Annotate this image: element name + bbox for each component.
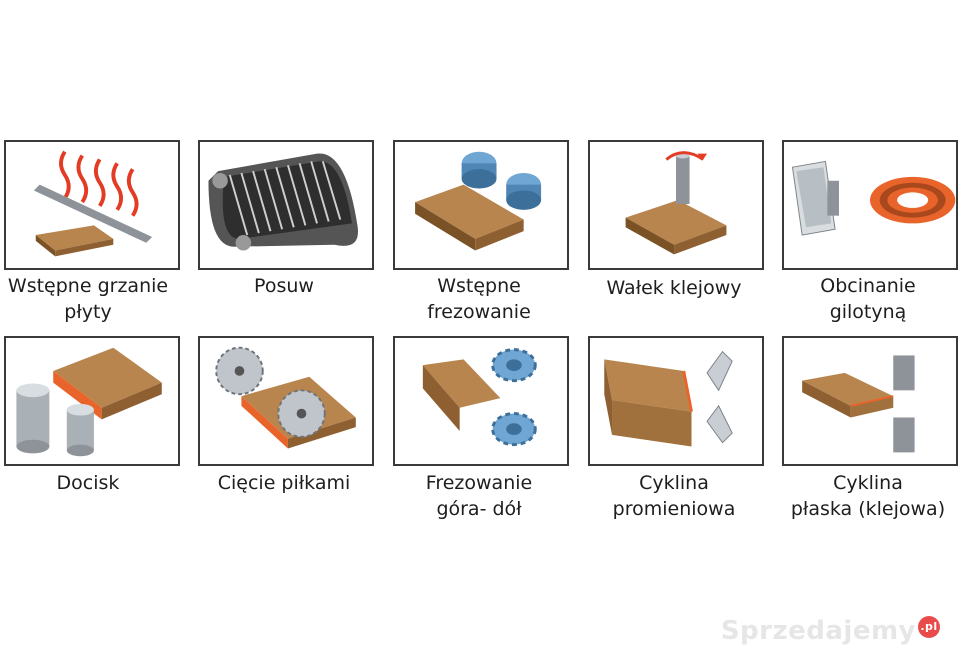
caption-radius-scraper: Cyklina promieniowa xyxy=(574,470,774,522)
watermark-text: Sprzedajemy xyxy=(720,616,916,646)
flat-scraper-icon xyxy=(802,355,915,453)
watermark: Sprzedajemy.pl xyxy=(721,616,940,646)
caption-line: płaska (klejowa) xyxy=(790,498,946,520)
caption-line: Cyklina xyxy=(639,472,709,494)
milling-cutters-icon xyxy=(422,348,537,447)
caption-saw-cutting: Cięcie piłkami xyxy=(184,470,384,496)
caption-top-bottom-milling: Frezowanie góra- dół xyxy=(379,470,579,522)
saw-blades-icon xyxy=(215,346,356,449)
caption-line: Obcinanie xyxy=(820,275,916,297)
tile-flat-scraper xyxy=(782,336,958,466)
caption-line: gilotyną xyxy=(829,301,907,323)
caption-line: Docisk xyxy=(56,472,120,494)
tile-feed xyxy=(198,140,374,270)
conveyor-track-icon xyxy=(208,153,359,251)
radius-scraper-icon xyxy=(604,350,733,447)
caption-pressure: Docisk xyxy=(0,470,188,496)
caption-line: Cyklina xyxy=(833,472,903,494)
caption-premilling: Wstępne frezowanie xyxy=(379,273,579,325)
caption-line: płyty xyxy=(64,301,112,323)
caption-line: Posuw xyxy=(254,275,314,297)
pressure-rollers-icon xyxy=(16,347,162,457)
tile-guillotine xyxy=(782,140,958,270)
caption-glue-roller: Wałek klejowy xyxy=(574,275,774,301)
tile-preheating xyxy=(4,140,180,270)
preheating-icon xyxy=(33,150,153,257)
premilling-icon xyxy=(415,151,542,251)
caption-line: Wstępne xyxy=(437,275,521,297)
glue-roller-icon xyxy=(625,151,727,255)
caption-line: Wałek klejowy xyxy=(606,277,742,299)
caption-line: góra- dół xyxy=(436,498,522,520)
guillotine-icon xyxy=(791,160,956,236)
caption-line: promieniowa xyxy=(612,498,736,520)
caption-line: Cięcie piłkami xyxy=(217,472,351,494)
tile-premilling xyxy=(393,140,569,270)
tile-pressure xyxy=(4,336,180,466)
caption-preheating: Wstępne grzanie płyty xyxy=(0,273,188,325)
caption-line: frezowanie xyxy=(427,301,531,323)
watermark-badge: .pl xyxy=(918,616,940,638)
caption-flat-scraper: Cyklina płaska (klejowa) xyxy=(768,470,960,522)
tile-glue-roller xyxy=(588,140,764,270)
caption-feed: Posuw xyxy=(184,273,384,299)
caption-guillotine: Obcinanie gilotyną xyxy=(768,273,960,325)
tile-top-bottom-milling xyxy=(393,336,569,466)
tile-radius-scraper xyxy=(588,336,764,466)
caption-line: Frezowanie xyxy=(425,472,533,494)
caption-line: Wstępne grzanie xyxy=(7,275,169,297)
tile-saw-cutting xyxy=(198,336,374,466)
